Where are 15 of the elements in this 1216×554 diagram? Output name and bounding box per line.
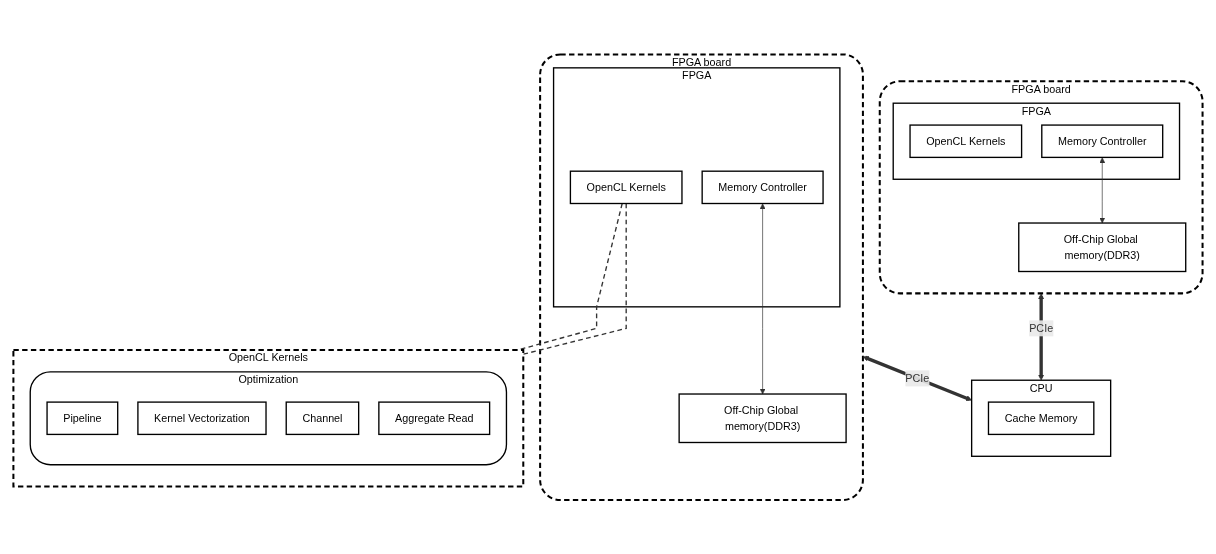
node-box: Memory Controller: [1041, 124, 1164, 158]
node-box: Kernel Vectorization: [137, 401, 267, 435]
node-box: OpenCL Kernels: [909, 124, 1023, 158]
edge-label: PCIe: [905, 372, 930, 384]
node-box: Off-Chip Global memory(DDR3): [678, 393, 847, 443]
arrow: [862, 355, 972, 401]
arrow: [1038, 293, 1045, 381]
node-box: Channel: [285, 401, 360, 435]
node-box: Cache Memory: [987, 401, 1095, 435]
node-box: Aggregate Read: [378, 401, 491, 435]
node-box: Off-Chip Global memory(DDR3): [1018, 222, 1187, 272]
node-box: Pipeline: [46, 401, 119, 435]
node-box: Memory Controller: [701, 170, 824, 204]
edge-label: PCIe: [1029, 322, 1054, 334]
node-box: OpenCL Kernels: [569, 170, 683, 204]
